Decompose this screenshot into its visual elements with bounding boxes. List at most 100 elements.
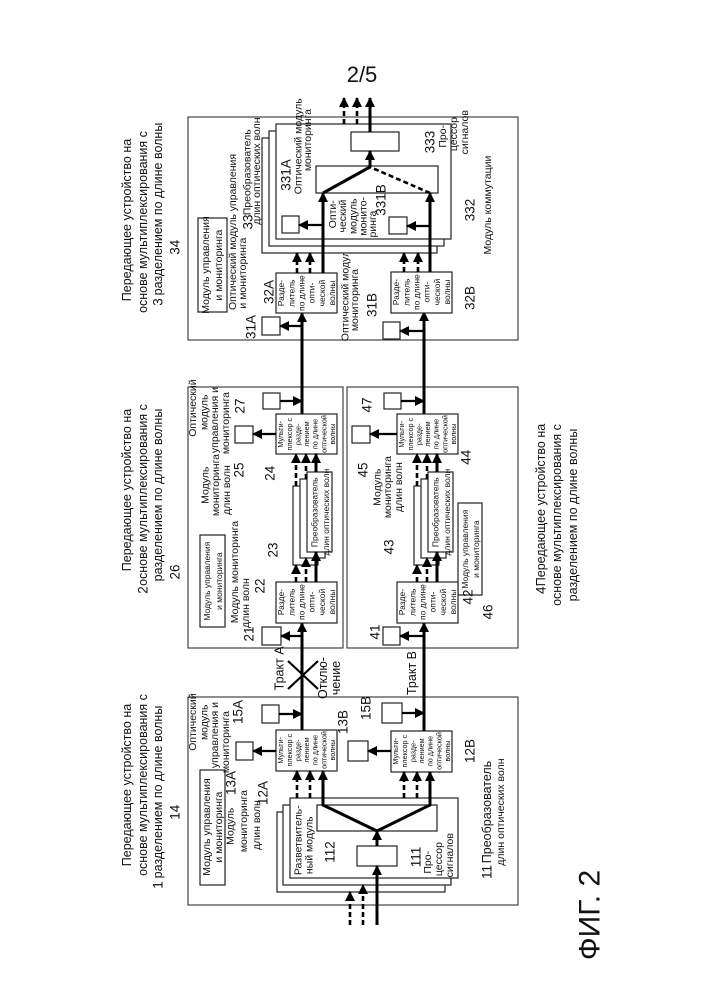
ref-111: 111	[409, 847, 424, 868]
ref-22: 22	[253, 578, 268, 593]
signal-processor-333	[351, 132, 399, 151]
wl-monitor-label: длин волн	[251, 800, 263, 850]
ref-25: 25	[232, 462, 247, 477]
ctrl-label: и мониторинга	[213, 791, 225, 862]
ref-333: 333	[423, 131, 438, 154]
ctrl-label: Модуль управления	[201, 778, 213, 875]
ref-15a: 15A	[231, 700, 246, 724]
device-3-caption-line: Передающее устройство на	[120, 139, 134, 301]
monitor-module-41	[383, 627, 400, 645]
device-2-caption-line: Передающее устройство на	[120, 409, 134, 571]
wl-monitor-label: длин волн	[393, 462, 405, 512]
path-b-label: Тракт B	[405, 651, 419, 695]
mux-label: волны	[443, 741, 452, 762]
splitter-label: литель	[286, 588, 296, 616]
mux-label: волны	[328, 740, 337, 761]
wl-monitor-label: Модуль	[224, 807, 236, 845]
ctrl-label: и мониторинга	[214, 552, 224, 610]
opt-mon-b-label: мониторинга	[349, 269, 361, 331]
device-2-caption-line: основе мультиплексирования с	[136, 404, 150, 586]
device-4: Передающее устройство на 4 основе мульти…	[352, 393, 580, 645]
splitter-label: Разде-	[397, 589, 407, 615]
ref-42: 42	[461, 589, 476, 604]
opt-ctrl-label: Оптический	[187, 379, 199, 437]
processor-label: сигналов	[444, 833, 456, 878]
device-2-caption-line: разделением по длине волны	[151, 409, 165, 582]
ref-112: 112	[323, 841, 338, 863]
mux-label: лением	[417, 738, 426, 763]
converter-label: Преобразователь	[309, 477, 319, 547]
splitter-label: Разде-	[276, 280, 286, 306]
wl-monitor-module-13a	[236, 742, 253, 760]
mux-label: по длине	[432, 419, 441, 449]
splitter-label: ный модуль	[303, 816, 315, 874]
ref-331a: 331A	[279, 159, 294, 191]
signal-processor-111	[357, 846, 397, 866]
ref-331b: 331B	[374, 184, 389, 216]
converter-label: длин оптических волн	[251, 117, 263, 224]
device-1-caption-line: разделением по длине волны	[151, 706, 165, 879]
opt-ctrl-module-47	[384, 393, 401, 409]
mon-331a-label: мониторинга	[302, 109, 314, 171]
ref-21: 21	[242, 626, 257, 641]
splitter-label: опти-	[428, 592, 438, 613]
processor-label: сигналов	[459, 110, 471, 155]
ctrl-label: и мониторинга	[213, 229, 225, 300]
ref-43: 43	[382, 539, 397, 554]
ref-14: 14	[168, 804, 183, 820]
splitter-label: Разде-	[276, 589, 286, 615]
splitter-label: литель	[401, 278, 411, 306]
mux-label: оптической	[319, 415, 328, 453]
ref-332: 332	[463, 199, 478, 222]
ref-15b: 15B	[359, 696, 374, 720]
opt-ctrl-module-27	[263, 393, 280, 409]
ref-31b: 31B	[365, 293, 380, 317]
device-4-caption-line: Передающее устройство на	[534, 424, 548, 586]
disconnect-label: чение	[329, 661, 343, 695]
device-3-number: 3	[151, 298, 166, 306]
mux-label: лением	[302, 421, 311, 446]
splitter-label: по длине	[412, 274, 422, 310]
ref-46: 46	[481, 604, 496, 619]
ref-32b: 32B	[463, 286, 478, 310]
mux-label: плексор с	[285, 418, 294, 451]
ref-45: 45	[356, 462, 371, 477]
splitter-label: Разде-	[391, 279, 401, 305]
converter-label: длин оптических волн	[495, 758, 507, 865]
ref-44: 44	[459, 449, 474, 465]
mux-label: плексор с	[400, 735, 409, 768]
converter-label: Преобразователь	[430, 477, 440, 547]
ctrl-label: Модуль управления	[200, 216, 212, 313]
ref-12b: 12B	[463, 739, 478, 763]
ctrl-label: Модуль управления	[460, 509, 470, 588]
mux-label: оптической	[319, 731, 328, 769]
mux-label: оптической	[434, 732, 443, 770]
device-3-caption-line: разделением по длине волны	[151, 123, 165, 296]
mux-label: плексор с	[285, 734, 294, 767]
opt-monitor-module-331a	[282, 216, 299, 233]
splitter-label: ческой	[317, 280, 327, 307]
opt-mon-a-label: и мониторинга	[237, 237, 249, 308]
mux-label: лением	[302, 737, 311, 762]
opt-monitor-module-331b	[389, 217, 407, 234]
device-3: Передающее устройство на основе мультипл…	[120, 98, 494, 341]
mux-label: по длине	[311, 735, 320, 765]
splitter-label: волны	[448, 590, 458, 615]
splitter-label: ческой	[432, 279, 442, 306]
wl-monitor-module-45	[352, 426, 370, 443]
ctrl-label: Модуль управления	[202, 541, 212, 620]
converter-label: длин оптических волн	[321, 468, 331, 555]
ref-31a: 31A	[244, 315, 259, 339]
splitter-label: литель	[407, 588, 417, 616]
splitter-label: по длине	[297, 584, 307, 620]
monitor-module-21	[262, 627, 281, 645]
opt-ctrl-module-15a	[262, 705, 279, 723]
converter-label: длин оптических волн	[442, 468, 452, 555]
opt-ctrl-module-15b	[382, 703, 402, 723]
splitter-label: ческой	[317, 589, 327, 616]
device-4-caption-line: разделением по длине волны	[566, 429, 580, 602]
disconnect-label: Отклю-	[316, 657, 330, 699]
ref-23: 23	[266, 542, 281, 557]
ref-13a: 13A	[224, 771, 239, 795]
ref-26: 26	[168, 564, 183, 579]
